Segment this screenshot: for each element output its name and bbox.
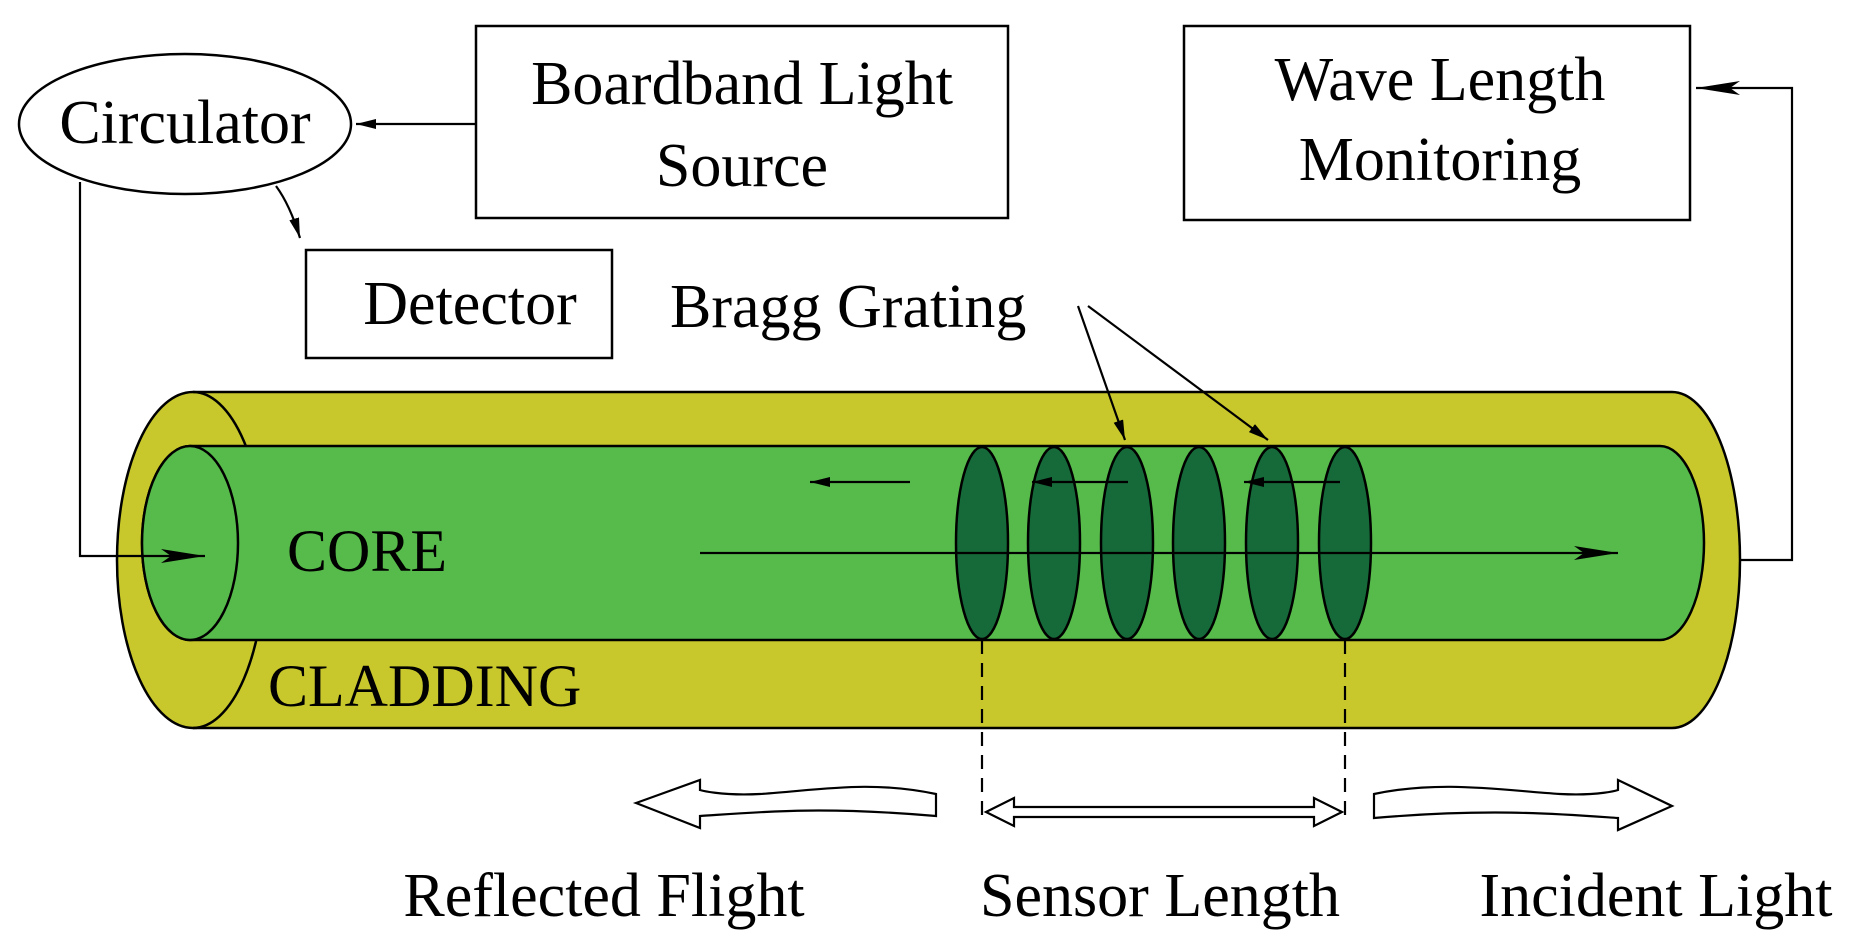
light-source-label-line1: Boardband Light (531, 50, 953, 118)
wavelength-monitor-label-line2: Monitoring (1299, 126, 1581, 194)
circulator: Circulator (17, 52, 353, 196)
circulator-label: Circulator (59, 89, 311, 157)
bragg-grating-label: Bragg Grating (670, 273, 1026, 341)
light-source: Boardband Light Source (474, 24, 1010, 220)
grating-disc (1171, 445, 1227, 641)
core-light-arrows (700, 477, 1618, 560)
sensor-length-label: Sensor Length (980, 862, 1340, 930)
detector-box (304, 248, 614, 360)
detector: Detector (304, 248, 614, 360)
wavelength-monitor-label-line1: Wave Length (1275, 46, 1606, 114)
cladding-label: CLADDING (268, 653, 581, 719)
fiber-to-monitor-arrow (1696, 81, 1794, 562)
bragg-pointer-line (1087, 305, 1269, 441)
fiber-core (140, 444, 1706, 642)
grating-disc (1026, 445, 1082, 641)
circulator-to-fiber-arrow (78, 182, 205, 563)
sensor-length-markers (980, 640, 1347, 828)
incident-light-label: Incident Light (1480, 862, 1833, 930)
light-source-label-line2: Source (656, 132, 828, 200)
incident-light-arrow (1372, 778, 1675, 832)
grating-disc (1244, 445, 1300, 641)
circulator-ellipse (17, 52, 353, 196)
bragg-grating-array (954, 445, 1373, 641)
grating-disc (1317, 445, 1373, 641)
light-source-box (474, 24, 1010, 220)
grating-disc (1099, 445, 1155, 641)
reflected-light-label: Reflected Flight (403, 862, 804, 930)
circulator-to-detector-arrow (275, 185, 302, 239)
wavelength-monitor-box (1182, 24, 1692, 222)
sensor-length-double-arrow (983, 796, 1345, 828)
wavelength-monitor: Wave Length Monitoring (1182, 24, 1692, 222)
core-front-face (140, 444, 240, 642)
bragg-grating-callout: Bragg Grating (670, 273, 1269, 441)
bragg-pointer-line (1076, 305, 1127, 441)
reflected-light-arrow (632, 778, 938, 830)
connections (78, 81, 1794, 563)
grating-disc (954, 445, 1010, 641)
detector-label: Detector (363, 270, 577, 338)
core-label: CORE (287, 518, 447, 584)
